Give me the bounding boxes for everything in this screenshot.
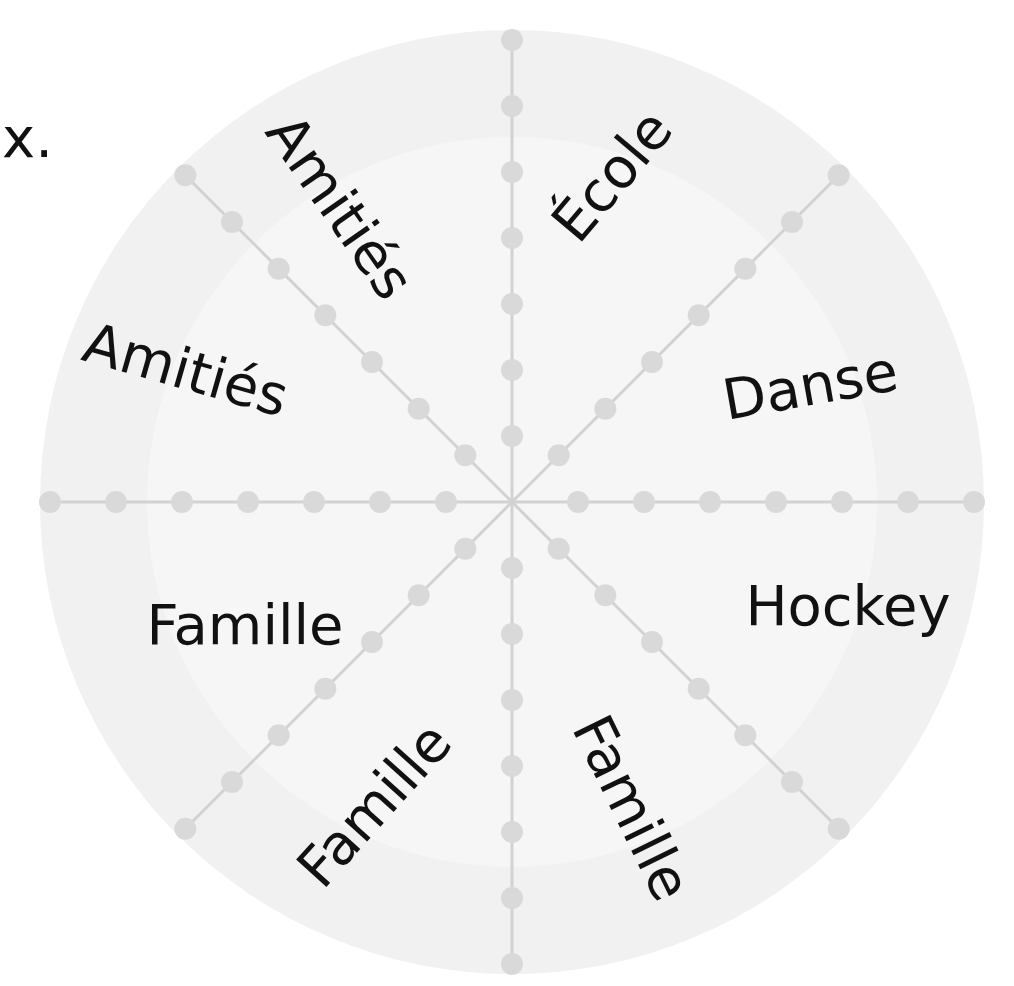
pepperoni-dot xyxy=(501,557,523,579)
pepperoni-dot xyxy=(828,164,850,186)
pepperoni-dot xyxy=(781,771,803,793)
slice-label: Hockey xyxy=(745,578,950,634)
pepperoni-dot xyxy=(221,771,243,793)
pepperoni-dot xyxy=(314,304,336,326)
pepperoni-dot xyxy=(171,491,193,513)
pepperoni-dot xyxy=(501,821,523,843)
pizza-crust xyxy=(40,30,984,974)
pepperoni-dot xyxy=(501,623,523,645)
cut-text: x. xyxy=(2,110,53,166)
pepperoni-dot xyxy=(303,491,325,513)
pepperoni-dot xyxy=(567,491,589,513)
pepperoni-dot xyxy=(501,227,523,249)
pepperoni-dot xyxy=(105,491,127,513)
pepperoni-dot xyxy=(641,631,663,653)
pizza-top xyxy=(147,137,877,867)
pepperoni-dot xyxy=(501,425,523,447)
pepperoni-dot xyxy=(501,689,523,711)
pepperoni-dot xyxy=(454,538,476,560)
slice-cut xyxy=(180,502,512,834)
pepperoni-dot xyxy=(454,444,476,466)
pepperoni-dot xyxy=(501,95,523,117)
pepperoni-dot xyxy=(268,724,290,746)
slice-cuts xyxy=(42,32,982,972)
pepperoni-dot xyxy=(174,164,196,186)
pepperoni-dot xyxy=(501,953,523,975)
pepperoni-dot xyxy=(501,887,523,909)
pepperoni-dot xyxy=(765,491,787,513)
pepperoni-dot xyxy=(501,755,523,777)
pepperoni-dot xyxy=(734,724,756,746)
pepperoni-dot xyxy=(314,678,336,700)
pepperoni-dot xyxy=(594,398,616,420)
pepperoni-dot xyxy=(268,258,290,280)
pepperoni-dot xyxy=(688,678,710,700)
pepperoni-dots xyxy=(39,29,985,975)
pepperoni-dot xyxy=(39,491,61,513)
pepperoni-dot xyxy=(237,491,259,513)
pepperoni-dot xyxy=(501,29,523,51)
pepperoni-dot xyxy=(174,818,196,840)
pepperoni-dot xyxy=(408,584,430,606)
pepperoni-dot xyxy=(781,211,803,233)
pepperoni-dot xyxy=(361,351,383,373)
pepperoni-dot xyxy=(221,211,243,233)
pepperoni-dot xyxy=(699,491,721,513)
pepperoni-dot xyxy=(963,491,985,513)
pepperoni-dot xyxy=(688,304,710,326)
slice-cut xyxy=(512,502,844,834)
pepperoni-dot xyxy=(361,631,383,653)
pepperoni-dot xyxy=(501,161,523,183)
pepperoni-dot xyxy=(408,398,430,420)
pepperoni-dot xyxy=(548,538,570,560)
pepperoni-dot xyxy=(831,491,853,513)
pepperoni-dot xyxy=(501,293,523,315)
pepperoni-dot xyxy=(435,491,457,513)
pepperoni-dot xyxy=(548,444,570,466)
slice-label: Famille xyxy=(146,597,343,653)
pepperoni-dot xyxy=(897,491,919,513)
pepperoni-dot xyxy=(734,258,756,280)
pepperoni-dot xyxy=(501,359,523,381)
pepperoni-dot xyxy=(594,584,616,606)
pepperoni-dot xyxy=(828,818,850,840)
pepperoni-dot xyxy=(641,351,663,373)
pepperoni-dot xyxy=(633,491,655,513)
pepperoni-dot xyxy=(369,491,391,513)
